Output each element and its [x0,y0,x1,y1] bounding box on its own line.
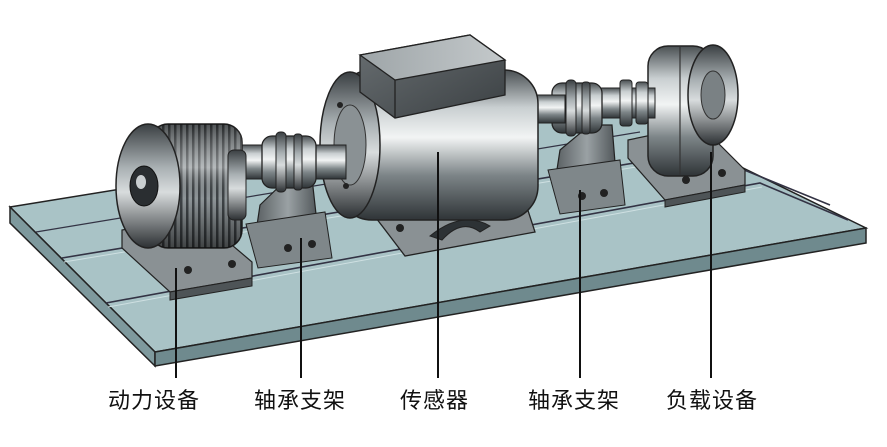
sensor [319,34,539,257]
label-power-device: 动力设备 [108,389,201,414]
label-bearing-support-left: 轴承支架 [254,389,347,414]
bearing-support-right [547,79,626,215]
label-load-device: 负载设备 [666,389,759,414]
label-sensor: 传感器 [400,389,470,414]
load-device [627,44,746,208]
leader-lines [175,152,712,378]
bearing-support-left [245,131,333,269]
label-bearing-support-right: 轴承支架 [528,389,621,414]
power-device [115,123,253,301]
